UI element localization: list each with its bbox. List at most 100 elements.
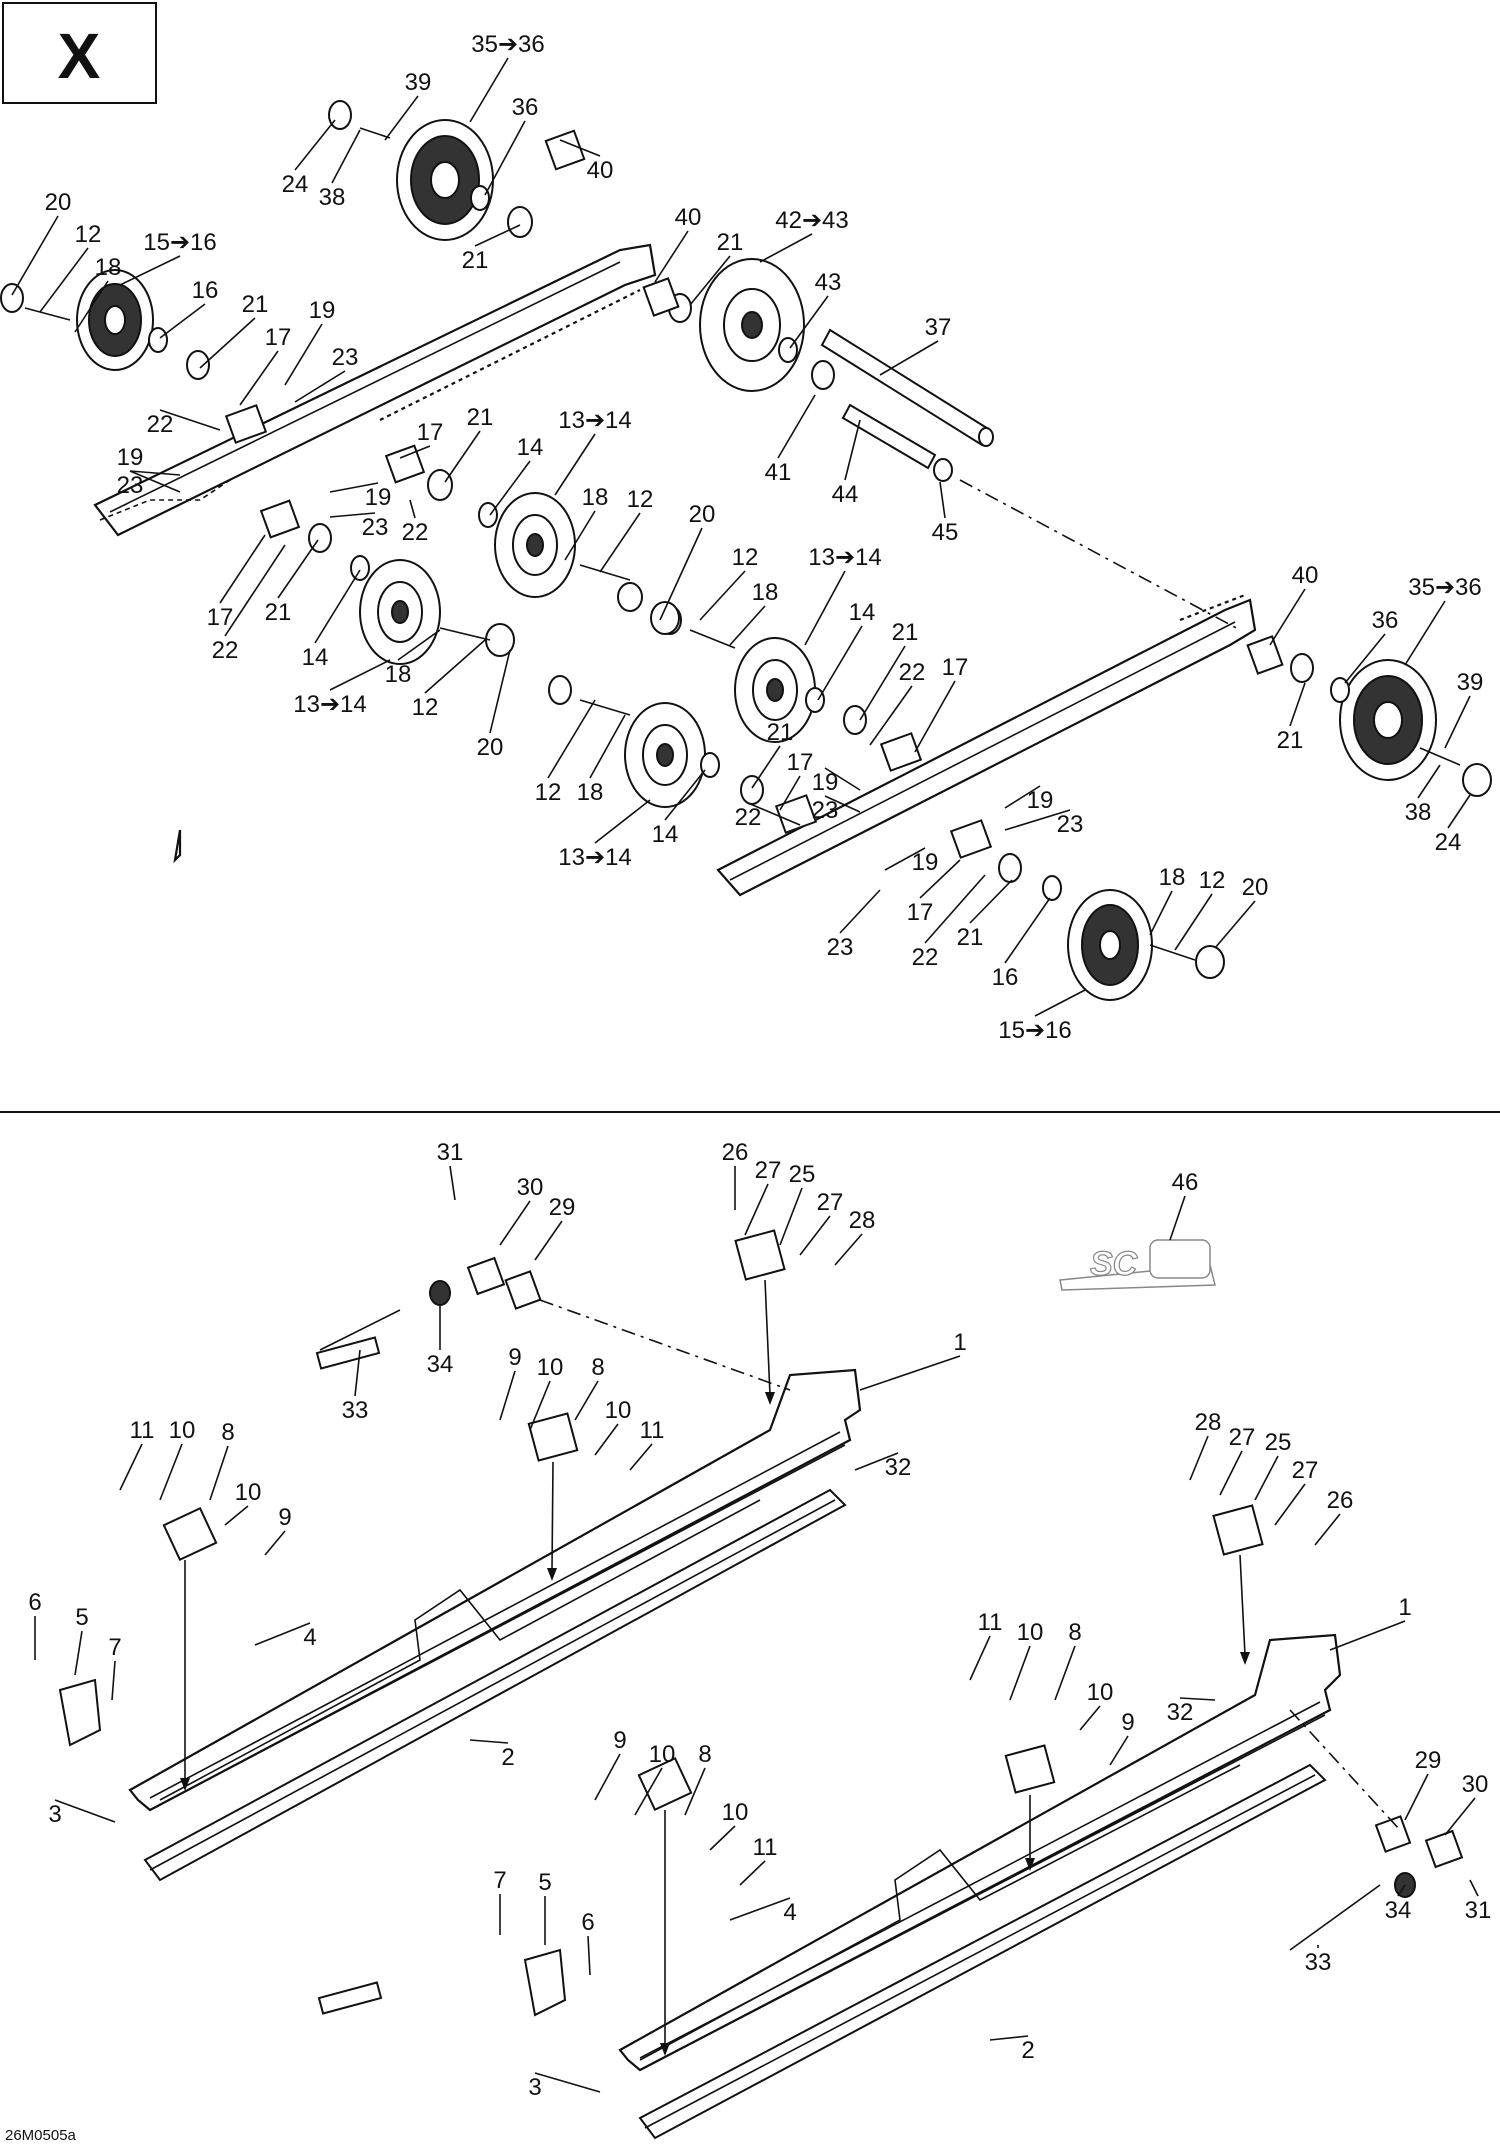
callout-p23b: 23 <box>117 472 144 499</box>
leader-p32a <box>854 1452 899 1471</box>
leader-p43 <box>789 295 829 349</box>
callout-p21c: 21 <box>717 229 744 256</box>
callout-p21a: 21 <box>242 291 269 318</box>
callout-p28a: 28 <box>849 1207 876 1234</box>
leader-p23b <box>129 470 181 493</box>
callout-p17a: 17 <box>265 324 292 351</box>
callout-p22a: 22 <box>147 411 174 438</box>
callout-p15a: 15➔16 <box>143 229 217 256</box>
wheel-42-43 <box>699 258 805 392</box>
callout-p46: 46 <box>1172 1169 1199 1196</box>
callout-p12b: 12 <box>627 486 654 513</box>
wheel-13-14-a <box>494 492 576 598</box>
callout-p17f: 17 <box>907 899 934 926</box>
leader-p13d <box>594 799 651 844</box>
left-slide-rail <box>128 829 862 1882</box>
callout-p6b: 6 <box>581 1909 594 1936</box>
callout-p18e: 18 <box>577 779 604 806</box>
leader-p11d <box>739 1860 766 1886</box>
callout-p19b: 19 <box>117 444 144 471</box>
callout-p44: 44 <box>832 481 859 508</box>
leader-p19d <box>824 767 861 791</box>
leader-p9d <box>594 1753 621 1801</box>
callout-p12c: 12 <box>412 694 439 721</box>
callout-p31b: 31 <box>1465 1897 1492 1924</box>
callout-p26a: 26 <box>722 1139 749 1166</box>
leader-p38a <box>331 129 361 184</box>
callout-p17e: 17 <box>942 654 969 681</box>
leader-p6b <box>587 1935 591 1976</box>
leader-p14c <box>817 625 863 701</box>
leader-p10c <box>159 1443 183 1501</box>
callout-p11c: 11 <box>978 1609 1003 1636</box>
left-upper-rail <box>93 243 657 537</box>
callout-p21h: 21 <box>957 924 984 951</box>
callout-p8d: 8 <box>698 1741 711 1768</box>
callout-p40c: 40 <box>1292 562 1319 589</box>
callout-p19f: 19 <box>912 849 939 876</box>
callout-p16b: 16 <box>992 964 1019 991</box>
callout-p19e: 19 <box>1027 787 1054 814</box>
callout-p12d: 12 <box>732 544 759 571</box>
leader-p16a <box>159 303 206 339</box>
callout-p18f: 18 <box>1159 864 1186 891</box>
wheel-35-36-right <box>1339 659 1437 781</box>
section-marker: X <box>2 2 157 104</box>
leader-p19c <box>329 482 379 493</box>
leader-p17f <box>919 859 961 899</box>
leader-p8c <box>1054 1645 1076 1701</box>
callout-p6a: 6 <box>28 1589 41 1616</box>
leader-p28b <box>1189 1435 1209 1481</box>
leader-p17d <box>779 775 801 811</box>
axis-line-top <box>959 479 1241 631</box>
callout-p17b: 17 <box>417 419 444 446</box>
callout-p22d: 22 <box>899 659 926 686</box>
leader-p20c <box>489 649 511 734</box>
callout-p40b: 40 <box>675 204 702 231</box>
callout-p2b: 2 <box>1021 2037 1034 2064</box>
leader-p21b <box>474 224 521 247</box>
adjuster-blocks <box>224 129 1284 859</box>
callout-p10d: 10 <box>235 1479 262 1506</box>
callout-p41: 41 <box>765 459 792 486</box>
callout-p27b: 27 <box>817 1189 844 1216</box>
callout-p21b: 21 <box>462 247 489 274</box>
leader-p18f <box>1149 890 1173 936</box>
callout-p36b: 36 <box>1372 607 1399 634</box>
leader-p21d <box>444 430 481 483</box>
leader-p36a <box>484 120 526 196</box>
callout-p42: 42➔43 <box>775 207 849 234</box>
callout-p11d: 11 <box>753 1834 778 1861</box>
callout-p8c: 8 <box>1068 1619 1081 1646</box>
leader-p7a <box>111 1660 116 1701</box>
callout-p15b: 15➔16 <box>998 1017 1072 1044</box>
leader-p21i <box>1289 682 1306 727</box>
leader-p22a <box>159 409 221 431</box>
leader-p11a <box>629 1443 653 1471</box>
leader-p14d <box>664 769 706 821</box>
callout-p20d: 20 <box>1242 874 1269 901</box>
leader-lines <box>11 57 1479 2093</box>
leader-p19e <box>1004 785 1041 809</box>
callout-p25a: 25 <box>789 1161 816 1188</box>
leader-p21a <box>199 317 256 369</box>
right-slide-rail <box>618 1633 1342 2140</box>
callout-p12a: 12 <box>75 221 102 248</box>
callout-p13d: 13➔14 <box>558 844 632 871</box>
callout-p14b: 14 <box>302 644 329 671</box>
leader-p39a <box>384 95 419 141</box>
leader-p12f <box>1174 893 1213 951</box>
leader-p23a <box>294 370 346 403</box>
callout-p17d: 17 <box>787 749 814 776</box>
leader-p22d <box>869 685 913 746</box>
callout-p43: 43 <box>815 269 842 296</box>
callout-p19a: 19 <box>309 297 336 324</box>
leader-p3a <box>54 1799 116 1823</box>
leader-p26b <box>1314 1513 1341 1546</box>
leader-p35a <box>469 57 509 123</box>
leader-p13c <box>804 570 846 646</box>
leader-p21e <box>277 539 319 599</box>
leader-p22e <box>747 802 801 826</box>
callout-p18c: 18 <box>385 661 412 688</box>
